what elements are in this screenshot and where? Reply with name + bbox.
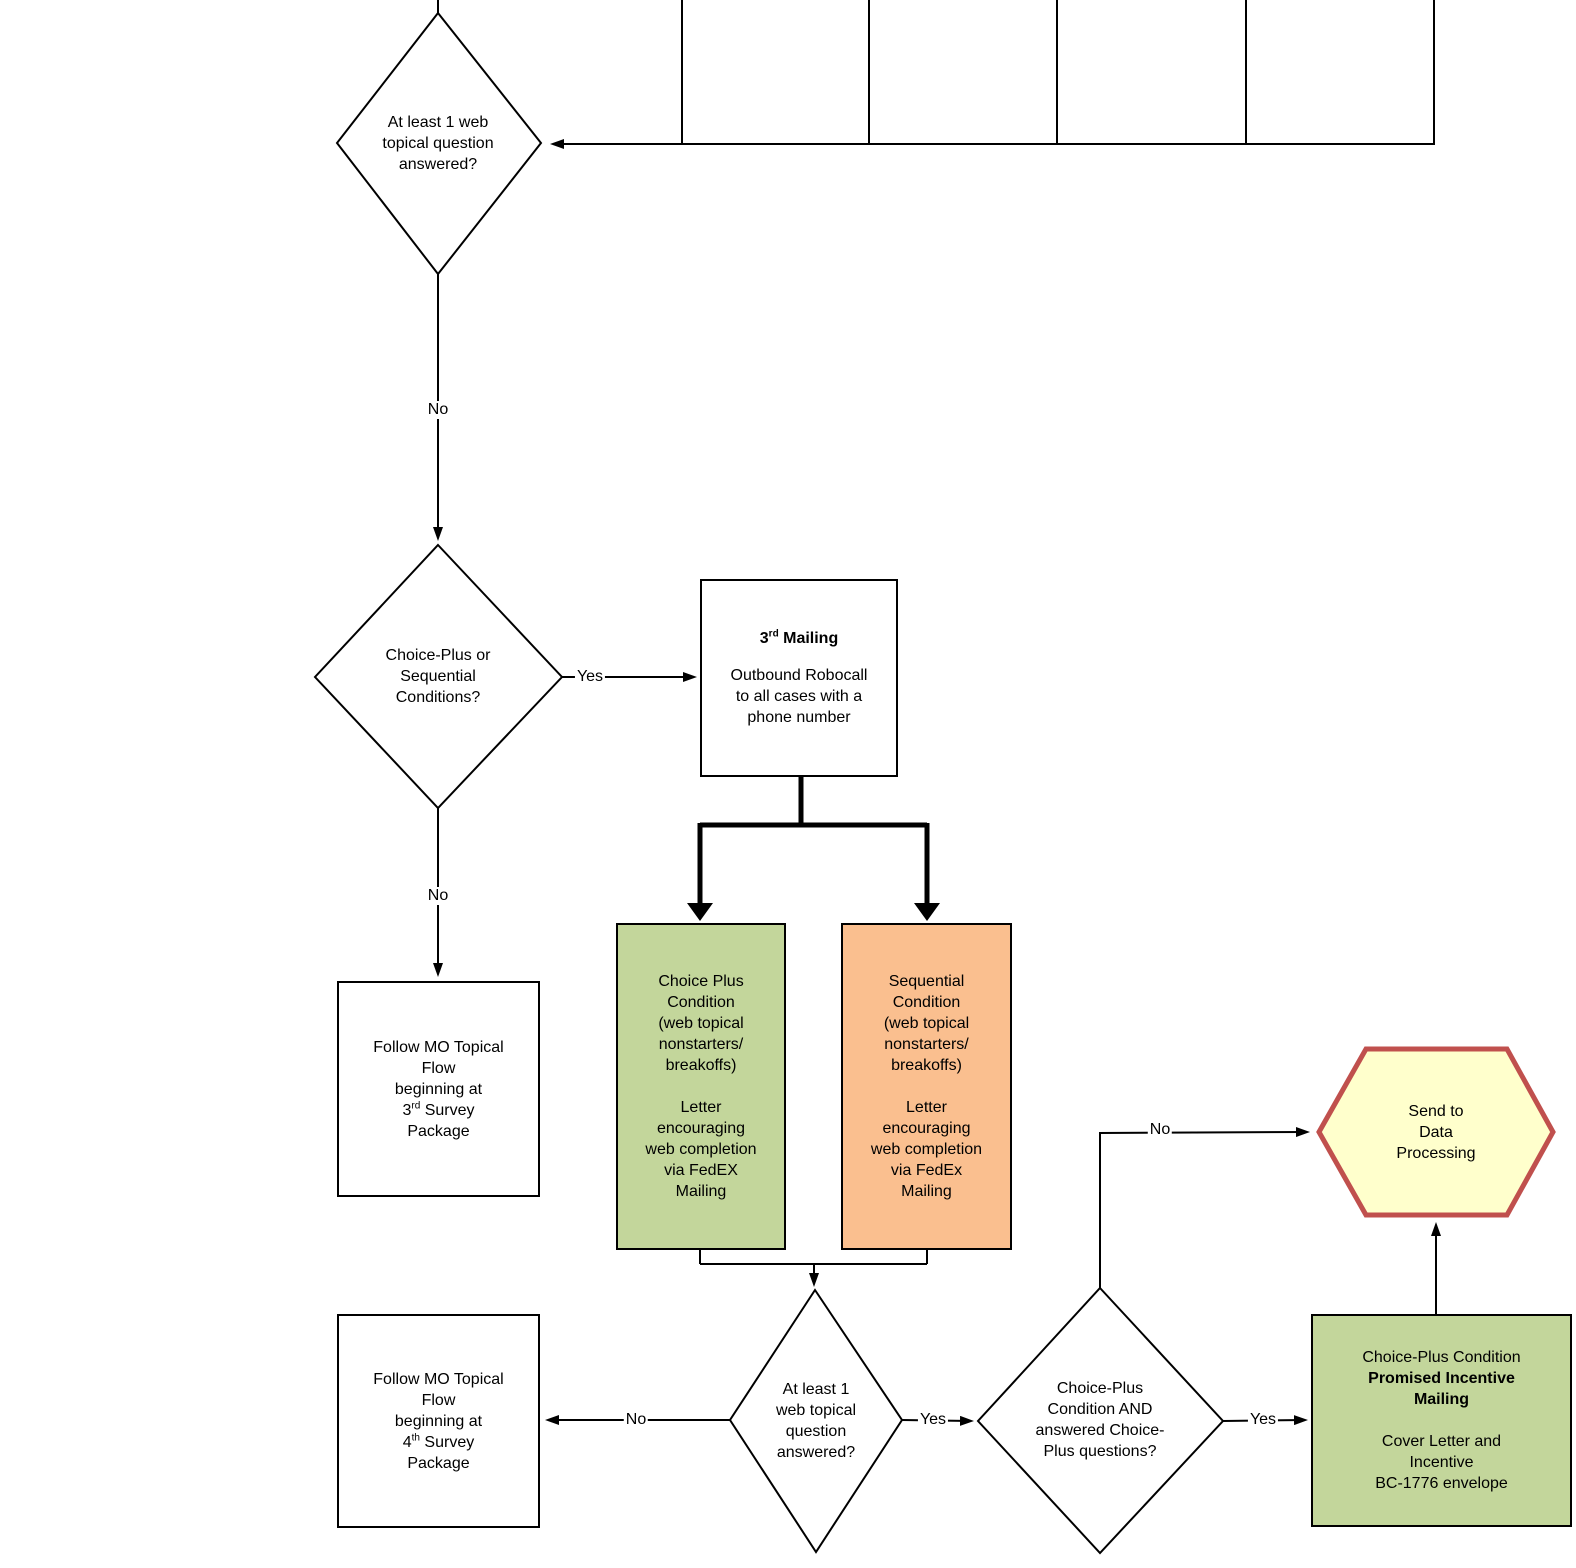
choice-plus-condition-p2: Letter encouraging web completion via Fe… [645, 1099, 757, 1200]
process-follow-mo-3rd-package-text: Follow MO Topical Flow beginning at 3rd … [373, 1038, 504, 1140]
arrowhead-into-sequential [914, 903, 940, 921]
decision-diamond-conditions [313, 543, 564, 810]
edge-label-no-4: No [623, 1411, 649, 1429]
decision-diamond-web-question-2 [728, 1288, 904, 1554]
edge-label-no-2: No [425, 887, 451, 905]
process-3rd-mailing: 3rd Mailing Outbound Robocall to all cas… [700, 579, 898, 777]
process-follow-mo-4th-package-text: Follow MO Topical Flow beginning at 4th … [373, 1370, 504, 1472]
promised-incentive-body: Cover Letter and Incentive BC-1776 envel… [1375, 1433, 1508, 1492]
decision-diamond-choice-answered [976, 1286, 1225, 1555]
edge-label-no-3: No [1147, 1121, 1173, 1139]
choice-plus-condition-p1: Choice Plus Condition (web topical nonst… [658, 973, 744, 1074]
cutoff-box-3 [1056, 0, 1247, 145]
process-follow-mo-4th-package: Follow MO Topical Flow beginning at 4th … [337, 1314, 540, 1528]
process-sequential-condition: Sequential Condition (web topical nonsta… [841, 923, 1012, 1250]
process-choice-plus-condition: Choice Plus Condition (web topical nonst… [616, 923, 786, 1250]
promised-incentive-bold: Promised Incentive Mailing [1368, 1370, 1515, 1408]
cutoff-box-1 [681, 0, 870, 145]
process-promised-incentive-mailing: Choice-Plus Condition Promised Incentive… [1311, 1314, 1572, 1527]
cutoff-box-4 [1245, 0, 1435, 145]
edge-label-yes-3: Yes [1247, 1411, 1279, 1429]
connector-decision4-no [1099, 1127, 1310, 1288]
arrowhead-into-choice-plus [687, 903, 713, 921]
cutoff-box-2 [868, 0, 1058, 145]
edge-label-no-1: No [425, 401, 451, 419]
edge-label-yes-1: Yes [574, 668, 606, 686]
process-3rd-mailing-title: 3rd Mailing [759, 628, 839, 647]
process-follow-mo-3rd-package: Follow MO Topical Flow beginning at 3rd … [337, 981, 540, 1197]
decision-diamond-web-question-1 [335, 11, 543, 276]
process-3rd-mailing-body: Outbound Robocall to all cases with a ph… [730, 667, 868, 726]
promised-incentive-line1: Choice-Plus Condition [1362, 1349, 1521, 1366]
sequential-condition-p2: Letter encouraging web completion via Fe… [870, 1099, 983, 1200]
sequential-condition-p1: Sequential Condition (web topical nonsta… [883, 973, 970, 1074]
edge-label-yes-2: Yes [917, 1411, 949, 1429]
hexagon-send-to-data-processing [1316, 1046, 1556, 1218]
